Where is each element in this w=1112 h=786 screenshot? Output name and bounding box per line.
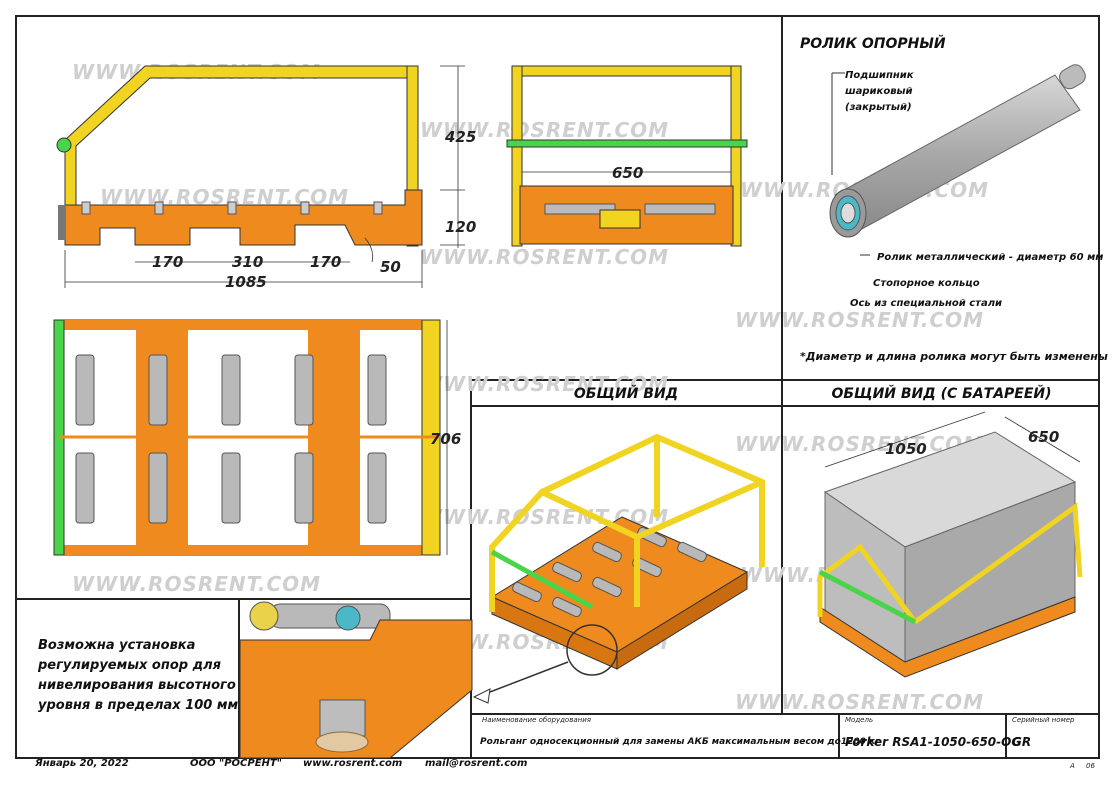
watermark: WWW.ROSRENT.COM: [420, 372, 670, 396]
detail-note-line-1: Возможна установка: [38, 638, 196, 653]
battery-view-drawing: [817, 411, 1083, 678]
dim-side-gap-left: 170: [152, 253, 184, 271]
general-view-drawing: [472, 433, 765, 704]
top-view-drawing: [53, 319, 448, 556]
divider-right-column: [781, 15, 783, 715]
detail-foot-drawing: [239, 601, 473, 759]
front-view-drawing: [506, 65, 748, 247]
side-view-drawing: [56, 65, 465, 288]
tb-equipment-value: Рольганг односекционный для замены АКБ м…: [480, 737, 880, 747]
watermark: WWW.ROSRENT.COM: [420, 245, 670, 269]
divider-detail-top: [15, 598, 472, 600]
dim-side-height-base: 120: [445, 218, 477, 236]
detail-note-line-2: регулируемых опор для: [38, 658, 221, 673]
footer-website-link[interactable]: www.rosrent.com: [303, 758, 403, 769]
watermark: WWW.ROSRENT.COM: [420, 118, 670, 142]
divider-titleblock-top: [470, 713, 1100, 715]
footer-date: Январь 20, 2022: [35, 758, 129, 769]
view-title-general: ОБЩИЙ ВИД: [573, 386, 679, 402]
dim-side-gap-mid: 310: [232, 253, 264, 271]
watermark: WWW.ROSRENT.COM: [735, 308, 985, 332]
dim-side-notch: 50: [380, 258, 401, 276]
tb-model-label: Модель: [845, 716, 874, 724]
tb-sheet-a: А: [1070, 762, 1075, 770]
detail-note-line-4: уровня в пределах 100 мм: [38, 698, 239, 713]
watermark: WWW.ROSRENT.COM: [735, 690, 985, 714]
dim-iso-width: 650: [1028, 428, 1060, 446]
tb-serial-value: GR: [1012, 735, 1032, 749]
detail-note-line-3: нивелирования высотного: [38, 678, 236, 693]
divider-views-title: [470, 405, 1100, 407]
callout-roller: Ролик металлический - диаметр 60 мм: [877, 252, 1104, 263]
dim-iso-length: 1050: [885, 440, 927, 458]
tb-serial-label: Серийный номер: [1012, 716, 1075, 724]
divider-detail-mid: [238, 598, 240, 759]
divider-views-top: [470, 379, 1100, 381]
callout-bearing-3: (закрытый): [845, 102, 912, 113]
dim-side-height-top: 425: [445, 128, 477, 146]
view-title-general-battery: ОБЩИЙ ВИД (С БАТАРЕЕЙ): [831, 386, 1052, 402]
roller-footnote: *Диаметр и длина ролика могут быть измен…: [800, 350, 1108, 363]
roller-title: РОЛИК ОПОРНЫЙ: [800, 36, 946, 52]
callout-bearing-2: шариковый: [845, 86, 913, 97]
callout-axle: Ось из специальной стали: [850, 298, 1003, 309]
footer-company: ООО "РОСРЕНТ": [190, 758, 282, 769]
tb-equipment-label: Наименование оборудования: [482, 716, 591, 724]
callout-ring: Стопорное кольцо: [873, 278, 980, 289]
tb-sheet-num: 06: [1086, 762, 1095, 770]
watermark: WWW.ROSRENT.COM: [72, 572, 322, 596]
drawing-sheet: [15, 15, 1100, 759]
divider-views-left: [470, 379, 472, 759]
dim-side-length: 1085: [225, 273, 267, 291]
divider-titleblock-serial: [1005, 713, 1007, 759]
footer-email-link[interactable]: mail@rosrent.com: [425, 758, 528, 769]
callout-bearing-1: Подшипник: [845, 70, 914, 81]
tb-model-value: Forker RSA1-1050-650-OG: [845, 735, 1022, 749]
divider-titleblock-model: [838, 713, 840, 759]
dim-side-gap-right: 170: [310, 253, 342, 271]
dim-top-width: 706: [430, 430, 462, 448]
roller-drawing: [829, 64, 1086, 256]
dim-front-width: 650: [612, 164, 644, 182]
